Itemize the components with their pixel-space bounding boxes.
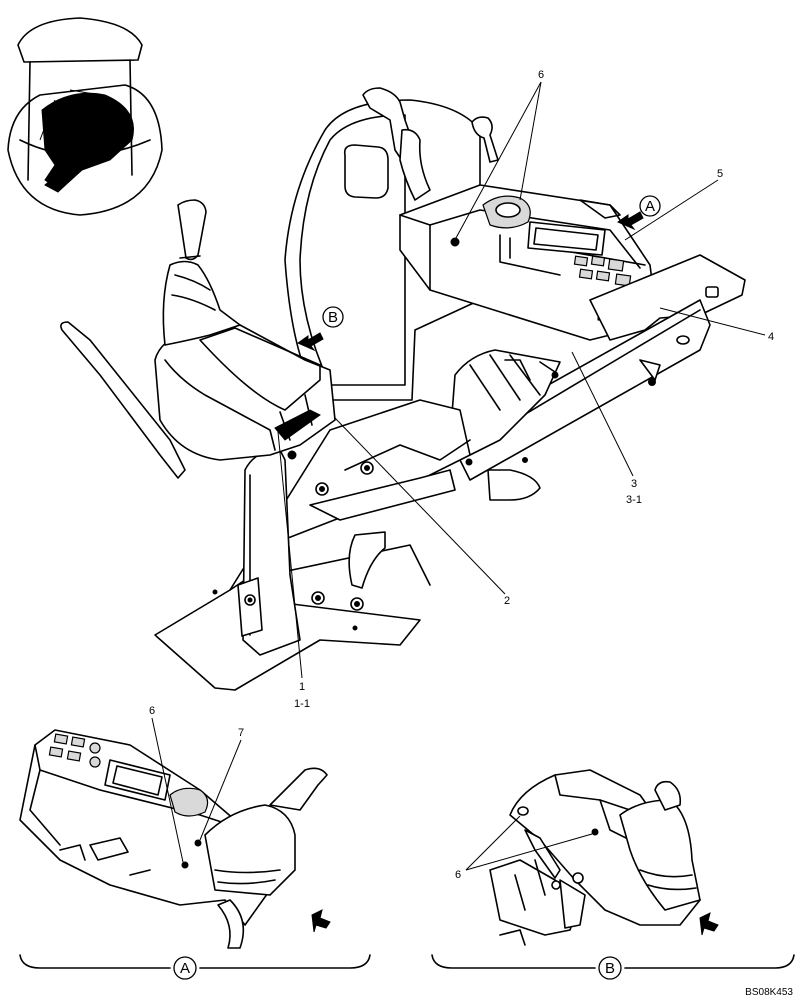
- callout-6-detail-a: 6: [149, 705, 155, 717]
- drawing-code: BS08K453: [745, 987, 793, 998]
- callout-7: 7: [238, 727, 244, 739]
- callout-1-1: 1-1: [294, 698, 310, 710]
- callout-3-1: 3-1: [626, 494, 642, 506]
- callout-4: 4: [768, 331, 774, 343]
- direction-arrow-a: [311, 909, 331, 933]
- view-label-a-detail: A: [180, 960, 190, 977]
- direction-arrow-b: [699, 912, 719, 936]
- view-arrow-b: [296, 332, 324, 352]
- callout-2: 2: [504, 595, 510, 607]
- long-lever: [60, 321, 186, 479]
- base-rail: [449, 299, 711, 481]
- callout-6-top: 6: [538, 69, 544, 81]
- main-assembly: A B: [60, 81, 766, 691]
- locator-thumbnail: [7, 17, 163, 216]
- view-arrow-a: [616, 211, 644, 231]
- callout-5: 5: [717, 168, 723, 180]
- view-label-b-detail: B: [605, 960, 615, 977]
- detail-view-b: [431, 769, 795, 980]
- callout-3: 3: [631, 478, 637, 490]
- callout-6-detail-b: 6: [455, 869, 461, 881]
- view-label-b-arrow: B: [328, 309, 338, 326]
- callout-1: 1: [299, 681, 305, 693]
- detail-view-a: [19, 717, 371, 980]
- view-label-a-arrow: A: [645, 198, 655, 215]
